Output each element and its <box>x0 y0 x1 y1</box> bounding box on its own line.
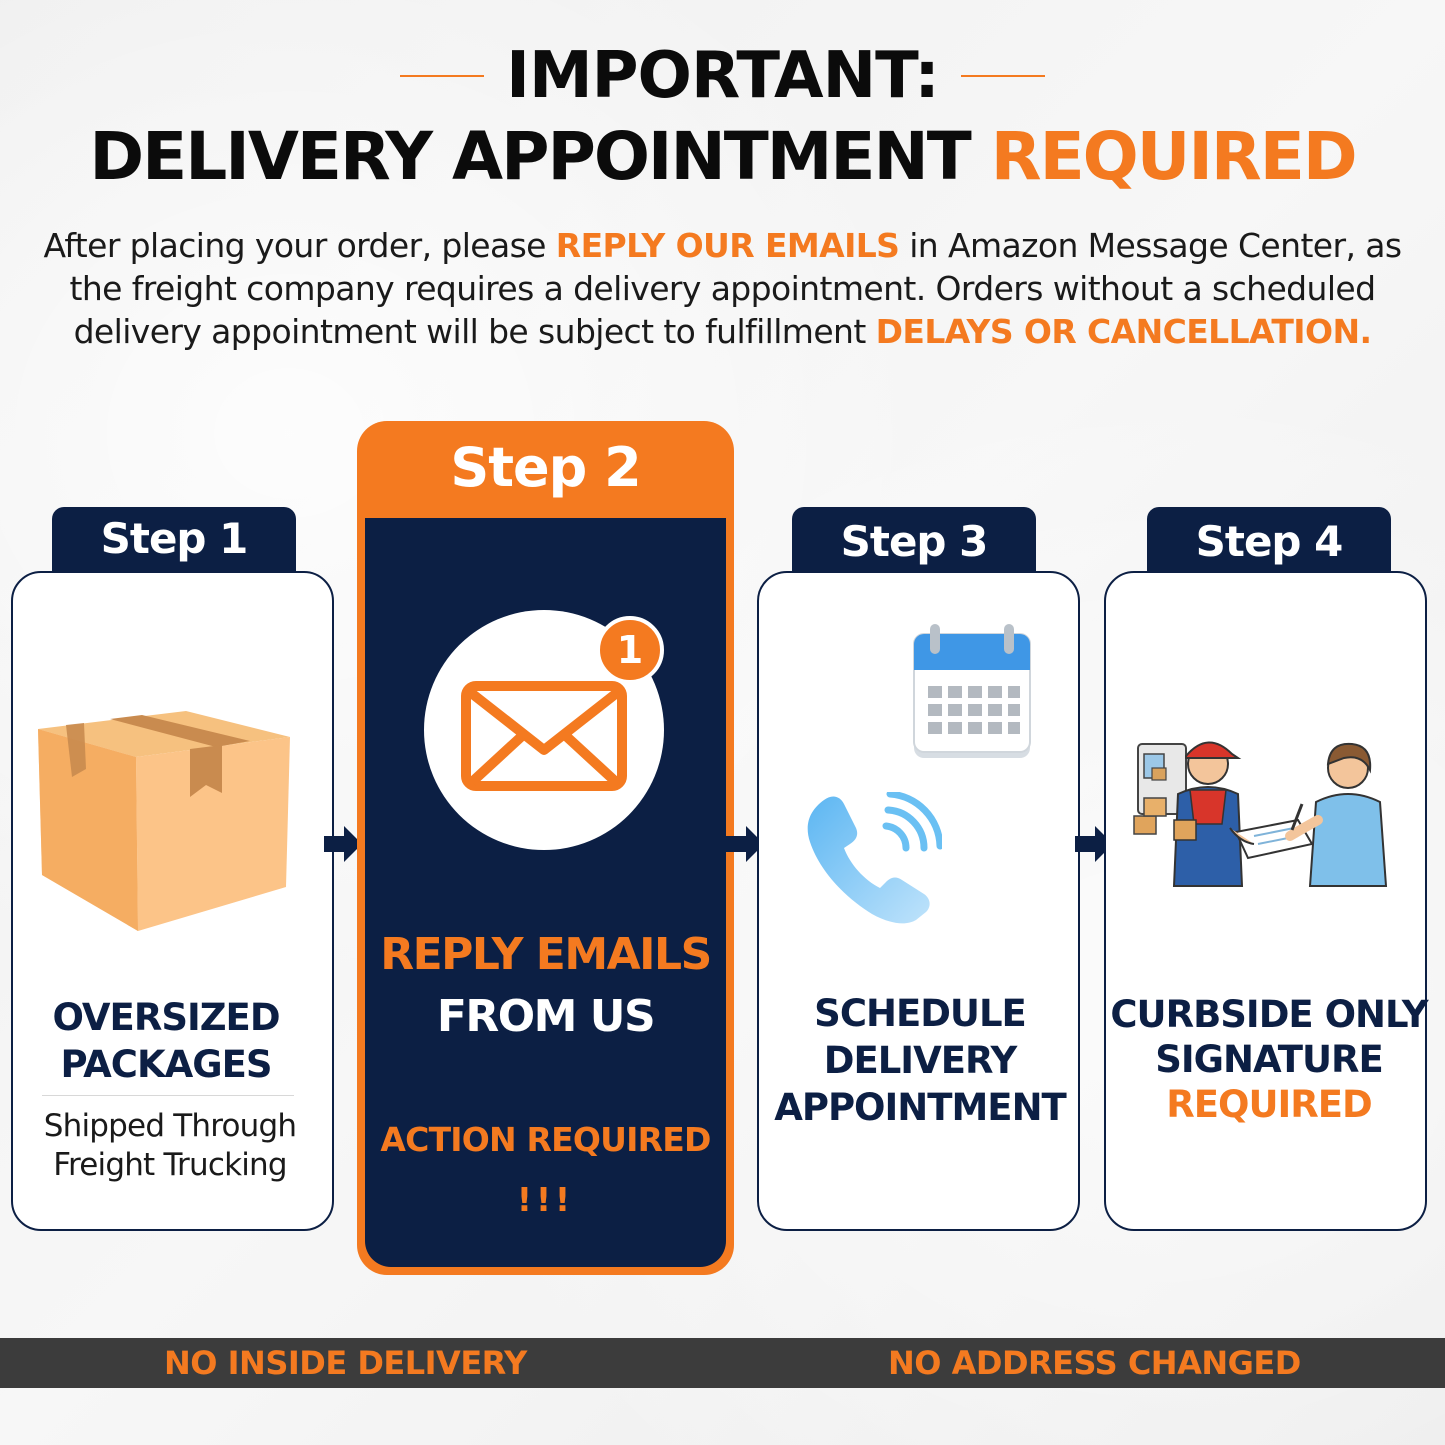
email-icon <box>461 681 627 791</box>
footer-bar <box>0 1338 1445 1388</box>
step-1-card <box>11 571 334 1231</box>
box-icon <box>38 711 290 931</box>
step-2-title-line-2: FROM US <box>436 991 656 1042</box>
title-main: DELIVERY APPOINTMENT <box>89 118 991 195</box>
intro-paragraph: After placing your order, please REPLY O… <box>20 224 1425 353</box>
footer-no-address-changed: NO ADDRESS CHANGED <box>888 1344 1301 1382</box>
arrow-right-icon <box>1075 826 1113 862</box>
step-3-title: SCHEDULE DELIVERY APPOINTMENT <box>757 990 1083 1131</box>
delivery-signature-icon <box>1133 741 1388 887</box>
step-3-title-line-3: APPOINTMENT <box>774 1086 1067 1129</box>
step-1-title-line-2: PACKAGES <box>60 1043 272 1086</box>
step-3-tab: Step 3 <box>792 507 1036 573</box>
title-accent: REQUIRED <box>990 118 1358 195</box>
step-1-title: OVERSIZED PACKAGES <box>11 994 321 1088</box>
step-1-divider <box>42 1095 294 1096</box>
step-2-title-accent: REPLY EMAILS <box>380 929 712 980</box>
step-2-tab: Step 2 <box>450 436 641 499</box>
step-1-title-line-1: OVERSIZED <box>52 996 280 1039</box>
title-rule-right <box>960 75 1045 77</box>
step-1-subtitle-line-1: Shipped Through <box>43 1108 297 1144</box>
arrow-right-icon <box>726 826 764 862</box>
intro-text-1: After placing your order, please <box>43 226 556 265</box>
title-line-1: IMPORTANT: <box>0 36 1445 116</box>
step-1-subtitle-line-2: Freight Trucking <box>53 1147 287 1183</box>
step-4-card <box>1104 571 1427 1231</box>
calendar-icon <box>913 624 1031 758</box>
title-line-2: DELIVERY APPOINTMENT REQUIRED <box>0 118 1445 204</box>
step-4-tab: Step 4 <box>1147 507 1391 573</box>
title-rule-left <box>400 75 485 77</box>
arrow-right-icon <box>324 826 362 862</box>
title-important: IMPORTANT: <box>506 39 940 113</box>
phone-icon <box>807 792 942 924</box>
step-4-title-line-1: CURBSIDE ONLY <box>1110 993 1428 1036</box>
step-1-tab: Step 1 <box>52 507 296 573</box>
step-4-title-accent: REQUIRED <box>1166 1083 1373 1126</box>
intro-highlight-2: DELAYS OR CANCELLATION. <box>875 312 1372 351</box>
intro-highlight-1: REPLY OUR EMAILS <box>555 226 900 265</box>
step-3-title-line-1: SCHEDULE <box>814 992 1027 1035</box>
step-2-action: ACTION REQUIRED <box>380 1120 711 1159</box>
footer-no-inside-delivery: NO INSIDE DELIVERY <box>164 1344 527 1382</box>
step-1-subtitle: Shipped Through Freight Trucking <box>11 1107 329 1185</box>
step-3-title-line-2: DELIVERY <box>823 1039 1018 1082</box>
step-4-title-line-2: SIGNATURE <box>1155 1038 1384 1081</box>
step-4-title: CURBSIDE ONLY SIGNATURE REQUIRED <box>1104 992 1434 1127</box>
step-2-exclaim: !!! <box>516 1180 575 1219</box>
intro-text-2: in Amazon Message Center, as the freight… <box>69 226 1403 351</box>
notification-badge: 1 <box>596 616 664 684</box>
